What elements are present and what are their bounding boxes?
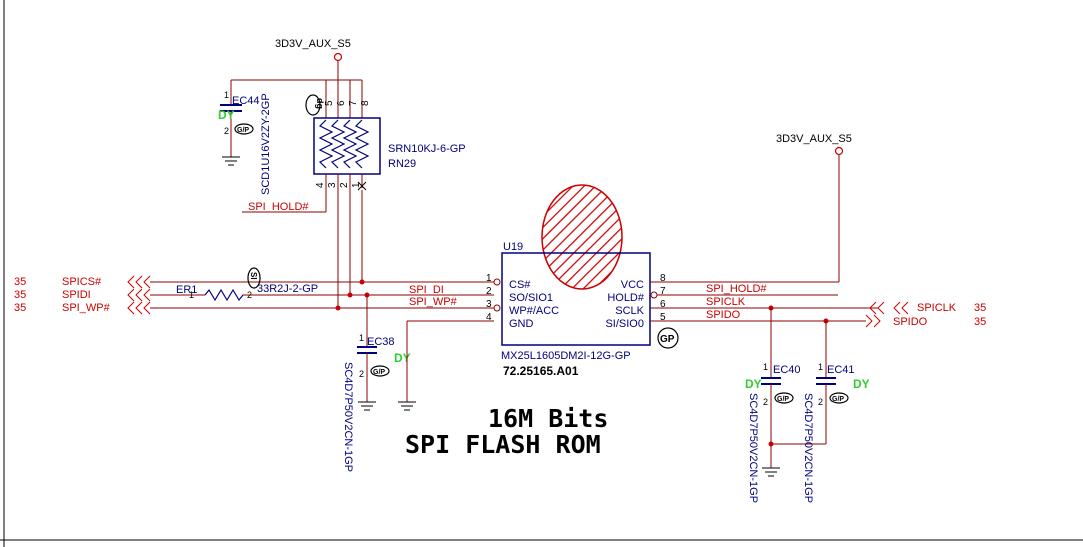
ec44-part: SCD1U16V2ZY-2GP [260,93,272,195]
net-spi-hold-left: SPI_HOLD# [242,190,327,213]
ic-pin6-num: 6 [660,299,666,310]
power-right: 3D3V_AUX_S5 [776,133,852,282]
rn-ref: RN29 [388,158,416,170]
ec44-pin2: 2 [224,126,229,136]
ec44-pin1: 1 [224,90,229,100]
er1-part: 33R2J-2-GP [257,283,318,295]
rn-pin3: 3 [327,182,338,188]
ec41-pin1: 1 [818,362,823,372]
ic-pin1-num: 1 [486,273,492,284]
ec38-ref: EC38 [367,336,395,348]
ec38-dy: DY [394,351,411,365]
er1-pin2: 2 [247,290,252,300]
ec40-badge: G/P [777,396,789,403]
port-spiwp-name: SPI_WP# [62,302,111,314]
right-ports: SPICLK 35 SPIDO 35 [865,301,986,328]
cap-ec40: EC40 DY 1 2 G/P SC4D7P50V2CN-1GP [745,308,801,503]
ec41-badge: G/P [832,396,844,403]
port-spics-page: 35 [14,276,26,288]
ic-pin2-name: SO/SIO1 [509,292,553,304]
title-line1: 16M Bits [488,404,608,433]
junction-di [347,292,353,298]
cap-ec44: EC44 DY 1 2 G/P SCD1U16V2ZY-2GP [218,80,272,195]
ic-pin1-name: CS# [509,279,531,291]
er1-pin1: 1 [189,290,194,300]
ec38-pin1: 1 [359,333,364,343]
rn-pin5: 5 [324,100,335,106]
ic-pin3-name: WP#/ACC [509,305,559,317]
ic-pin4-num: 4 [486,312,492,323]
rn-pin4: 4 [315,182,326,188]
junction-wp [335,305,341,311]
port-spiclk-name: SPICLK [917,302,957,314]
ec41-part: SC4D7P50V2CN-1GP [802,393,814,503]
er1-labels: ER1 1 2 33R2J-2-GP SI [176,267,318,300]
ec38-part: SC4D7P50V2CN-1GP [342,362,354,472]
ec38-pin2: 2 [359,369,364,379]
ic-pin2-num: 2 [486,286,492,297]
ec40-ref: EC40 [773,364,801,376]
rn-pin2: 2 [339,182,350,188]
ic-pn: 72.25165.A01 [503,364,579,378]
ic-pin7-name: HOLD# [607,292,645,304]
left-ports: 35 35 35 SPICS# SPIDI SPI_WP# [14,275,151,315]
ic-u19: U19 1 2 3 4 CS# SO/SIO1 WP#/ACC GND 8 7 … [486,184,679,378]
er1-badge: SI [249,272,258,280]
ic-pin3-num: 3 [486,299,492,310]
ec41-pin2: 2 [818,397,823,407]
port-spiclk-page: 35 [974,302,986,314]
port-spiwp-page: 35 [14,302,26,314]
port-spido-name: SPIDO [893,316,928,328]
rn-pin7: 7 [348,100,359,106]
power-left-label: 3D3V_AUX_S5 [275,38,351,50]
ec38-badge: G/P [373,369,385,376]
ec41-ref: EC41 [827,364,855,376]
cap-ec38: EC38 DY 1 2 G/P SC4D7P50V2CN-1GP [342,295,411,472]
ic-hatch-mark [541,184,623,290]
ec41-dy: DY [853,377,870,391]
rn-pin8: 8 [360,100,371,106]
gnd-pin4 [398,320,494,411]
ic-pin5-name: SI/SIO0 [605,318,644,330]
port-spido-page: 35 [974,316,986,328]
port-spics-name: SPICS# [62,276,102,288]
rn-badge: dg [315,98,325,109]
spi-di-label: SPI_DI [409,284,444,296]
junction-cs [359,279,365,285]
ic-pin8-name: VCC [621,279,644,291]
ic-pin6-name: SCLK [615,305,644,317]
rn-pin6: 6 [336,100,347,106]
port-spidi-page: 35 [14,289,26,301]
resistor-er1 [204,288,244,302]
spi-wp-label: SPI_WP# [409,296,458,308]
ic-pin5-num: 5 [660,312,666,323]
ic-ref: U19 [503,241,523,253]
ic-pin4-name: GND [509,318,534,330]
spiclk-label: SPICLK [706,296,746,308]
ec40-pin1: 1 [763,362,768,372]
ic-pin7-num: 7 [660,286,666,297]
cap-ec41: EC41 DY 1 2 G/P SC4D7P50V2CN-1GP [768,321,870,503]
ec44-badge: G/P [237,127,249,134]
ec40-part: SC4D7P50V2CN-1GP [747,393,759,503]
ic-badge: GP [660,334,675,345]
ec44-dy: DY [218,108,235,122]
port-spidi-name: SPIDI [62,289,91,301]
resistor-network-rn29: 5 6 7 8 4 3 2 1 SRN10KJ-6-GP RN29 dg [305,80,466,191]
spi-hold-label: SPI_HOLD# [248,201,309,213]
ec44-ref: EC44 [232,95,260,107]
rn-pin1: 1 [351,182,362,188]
title-line2: SPI FLASH ROM [405,430,601,459]
rn-part: SRN10KJ-6-GP [388,143,466,155]
power-left: 3D3V_AUX_S5 [231,38,362,81]
ec40-pin2: 2 [763,397,768,407]
ic-pin8-num: 8 [660,273,666,284]
er1-ref: ER1 [176,284,197,296]
spi-hold-r-label: SPI_HOLD# [706,283,767,295]
spido-label: SPIDO [706,309,741,321]
ic-part: MX25L1605DM2I-12G-GP [501,350,631,362]
power-right-label: 3D3V_AUX_S5 [776,133,852,145]
ec40-dy: DY [745,377,762,391]
